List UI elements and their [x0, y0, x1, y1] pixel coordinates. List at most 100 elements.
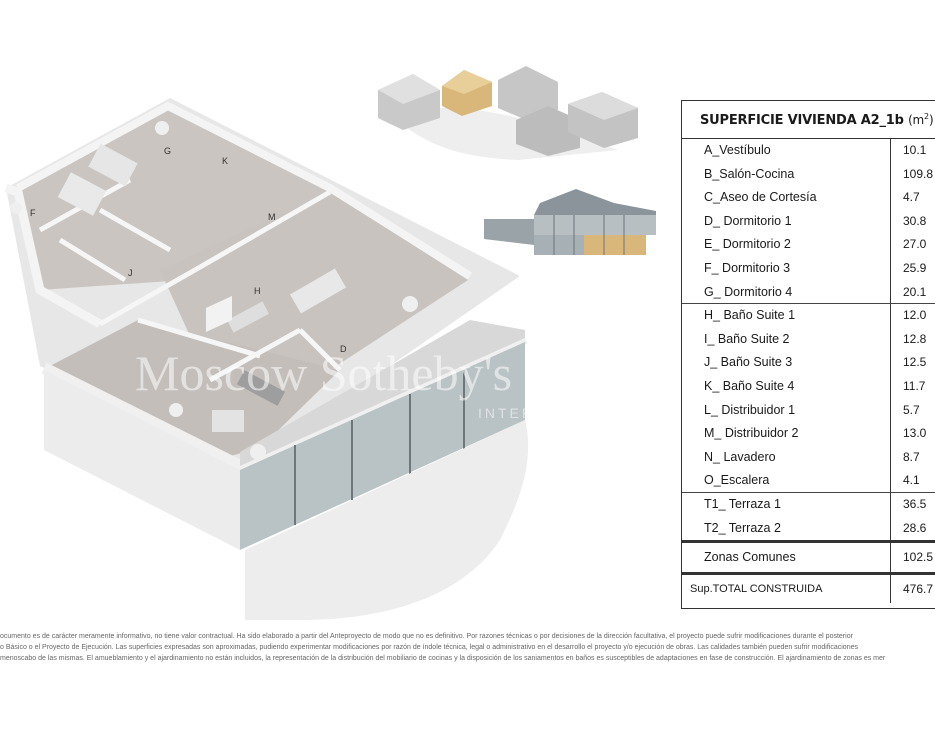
disclaimer-line: o Básico o el Proyecto de Ejecución. Las… — [0, 644, 858, 652]
section-roof — [534, 189, 656, 215]
unit-open: (m — [908, 113, 925, 127]
room-area: 5.7 — [890, 398, 935, 423]
aerial-view-thumbnail — [378, 66, 638, 160]
room-name: I_ Baño Suite 2 — [704, 331, 790, 346]
room-area: 109.8 — [890, 162, 935, 187]
room-area: 30.8 — [890, 209, 935, 234]
room-name: F_ Dormitorio 3 — [704, 261, 791, 275]
table-row: L_ Distribuidor 1 5.7 — [682, 398, 935, 423]
room-name: L_ Distribuidor 1 — [704, 402, 796, 417]
room-area: 12.0 — [890, 304, 935, 328]
terrace — [240, 320, 525, 466]
room-name: E_ Dormitorio 2 — [704, 237, 791, 252]
section-highlight-unit — [584, 235, 646, 255]
room-area: 27.0 — [890, 233, 935, 257]
row-separator — [682, 540, 935, 544]
room-label-j: J — [128, 268, 133, 278]
table-title-text: SUPERFICIE VIVIENDA A2_1b — [700, 113, 904, 128]
interior-walls — [38, 177, 342, 383]
room-name: Zonas Comunes — [704, 550, 796, 565]
area-table: SUPERFICIE VIVIENDA A2_1b (m2) A_Vestíbu… — [681, 100, 935, 609]
outer-wall-left — [4, 183, 103, 328]
room-area: 28.6 — [890, 516, 935, 541]
room-area: 11.7 — [890, 375, 935, 399]
room-area: 20.1 — [890, 280, 935, 305]
room-name: Sup.TOTAL CONSTRUIDA — [690, 583, 823, 596]
room-area: 476.7 — [890, 575, 935, 604]
table-row: Sup.TOTAL CONSTRUIDA 476.7 — [682, 575, 935, 604]
room-area: 102.5 — [890, 543, 935, 573]
row-separator — [682, 572, 935, 576]
table-row: Zonas Comunes 102.5 — [682, 543, 935, 573]
table-row: T2_ Terraza 2 28.6 — [682, 516, 935, 541]
room-label-d: D — [340, 344, 347, 354]
floor-plan-illustration: G K F M J H D Moscow Sotheby's INTERNATI… — [4, 98, 560, 620]
watermark: Moscow Sotheby's — [135, 345, 512, 401]
room-name: H_ Baño Suite 1 — [704, 308, 796, 323]
glass-mullions — [294, 370, 465, 525]
table-row: F_ Dormitorio 3 25.9 — [682, 257, 935, 281]
section-window-lines — [553, 215, 625, 255]
section-upper-floor — [534, 215, 656, 235]
watermark-sub: INTERNATIONAL REALTY — [478, 405, 560, 421]
table-row: H_ Baño Suite 1 12.0 — [682, 304, 935, 328]
table-row: C_Aseo de Cortesía 4.7 — [682, 186, 935, 210]
room-area: 10.1 — [890, 139, 935, 163]
table-row: K_ Baño Suite 4 11.7 — [682, 375, 935, 399]
room-area: 8.7 — [890, 445, 935, 470]
disclaimer-line: menoscabo de las mismas. El amueblamient… — [0, 655, 886, 663]
aerial-house-highlight-roof — [442, 70, 492, 94]
stair-block — [206, 296, 232, 332]
room-name: B_Salón-Cocina — [704, 166, 795, 181]
row-separator — [682, 492, 935, 493]
table-row: N_ Lavadero 8.7 — [682, 445, 935, 470]
room-label-h: H — [254, 286, 261, 296]
room-name: T2_ Terraza 2 — [704, 520, 781, 535]
room-name: N_ Lavadero — [704, 449, 776, 464]
garden-area — [245, 420, 529, 620]
furniture — [10, 121, 418, 460]
room-area: 13.0 — [890, 422, 935, 446]
front-wall-face — [44, 370, 240, 550]
disclaimer: ocumento es de carácter meramente inform… — [0, 631, 935, 665]
room-name: M_ Distribuidor 2 — [704, 426, 799, 441]
outer-wall-top — [16, 101, 473, 280]
room-area: 25.9 — [890, 257, 935, 281]
unit-close: ) — [928, 113, 934, 127]
room-name: O_Escalera — [704, 473, 770, 488]
room-area: 12.8 — [890, 327, 935, 352]
table-row: E_ Dormitorio 2 27.0 — [682, 233, 935, 257]
table-row: I_ Baño Suite 2 12.8 — [682, 327, 935, 352]
room-label-m: M — [268, 212, 276, 222]
table-title-unit: (m2) — [908, 112, 934, 127]
table-row: M_ Distribuidor 2 13.0 — [682, 422, 935, 446]
unit-sup: 2 — [924, 112, 929, 121]
room-area: 12.5 — [890, 351, 935, 375]
aerial-house-2 — [498, 66, 558, 120]
room-area: 4.1 — [890, 469, 935, 493]
living-area-floor — [50, 320, 340, 462]
disclaimer-line: ocumento es de carácter meramente inform… — [0, 633, 853, 640]
table-row: D_ Dormitorio 1 30.8 — [682, 209, 935, 234]
section-terrain — [484, 219, 534, 245]
room-area: 4.7 — [890, 186, 935, 210]
aerial-house-1-roof — [378, 74, 440, 104]
room-name: C_Aseo de Cortesía — [704, 190, 817, 205]
room-label-f: F — [30, 208, 36, 218]
room-name: K_ Baño Suite 4 — [704, 379, 795, 393]
glass-facade — [240, 342, 525, 550]
room-name: D_ Dormitorio 1 — [704, 213, 792, 228]
table-row: O_Escalera 4.1 — [682, 469, 935, 493]
room-name: J_ Baño Suite 3 — [704, 355, 793, 370]
table-row: J_ Baño Suite 3 12.5 — [682, 351, 935, 375]
aerial-house-3 — [516, 106, 580, 156]
table-title: SUPERFICIE VIVIENDA A2_1b (m2) — [682, 101, 935, 139]
room-label-k: K — [222, 156, 228, 166]
section-lower-floor — [534, 235, 584, 255]
room-area: 36.5 — [890, 493, 935, 517]
room-label-g: G — [164, 146, 171, 156]
aerial-house-4-roof — [568, 92, 638, 120]
room-name: T1_ Terraza 1 — [704, 497, 781, 511]
room-name: A_Vestíbulo — [704, 143, 771, 157]
